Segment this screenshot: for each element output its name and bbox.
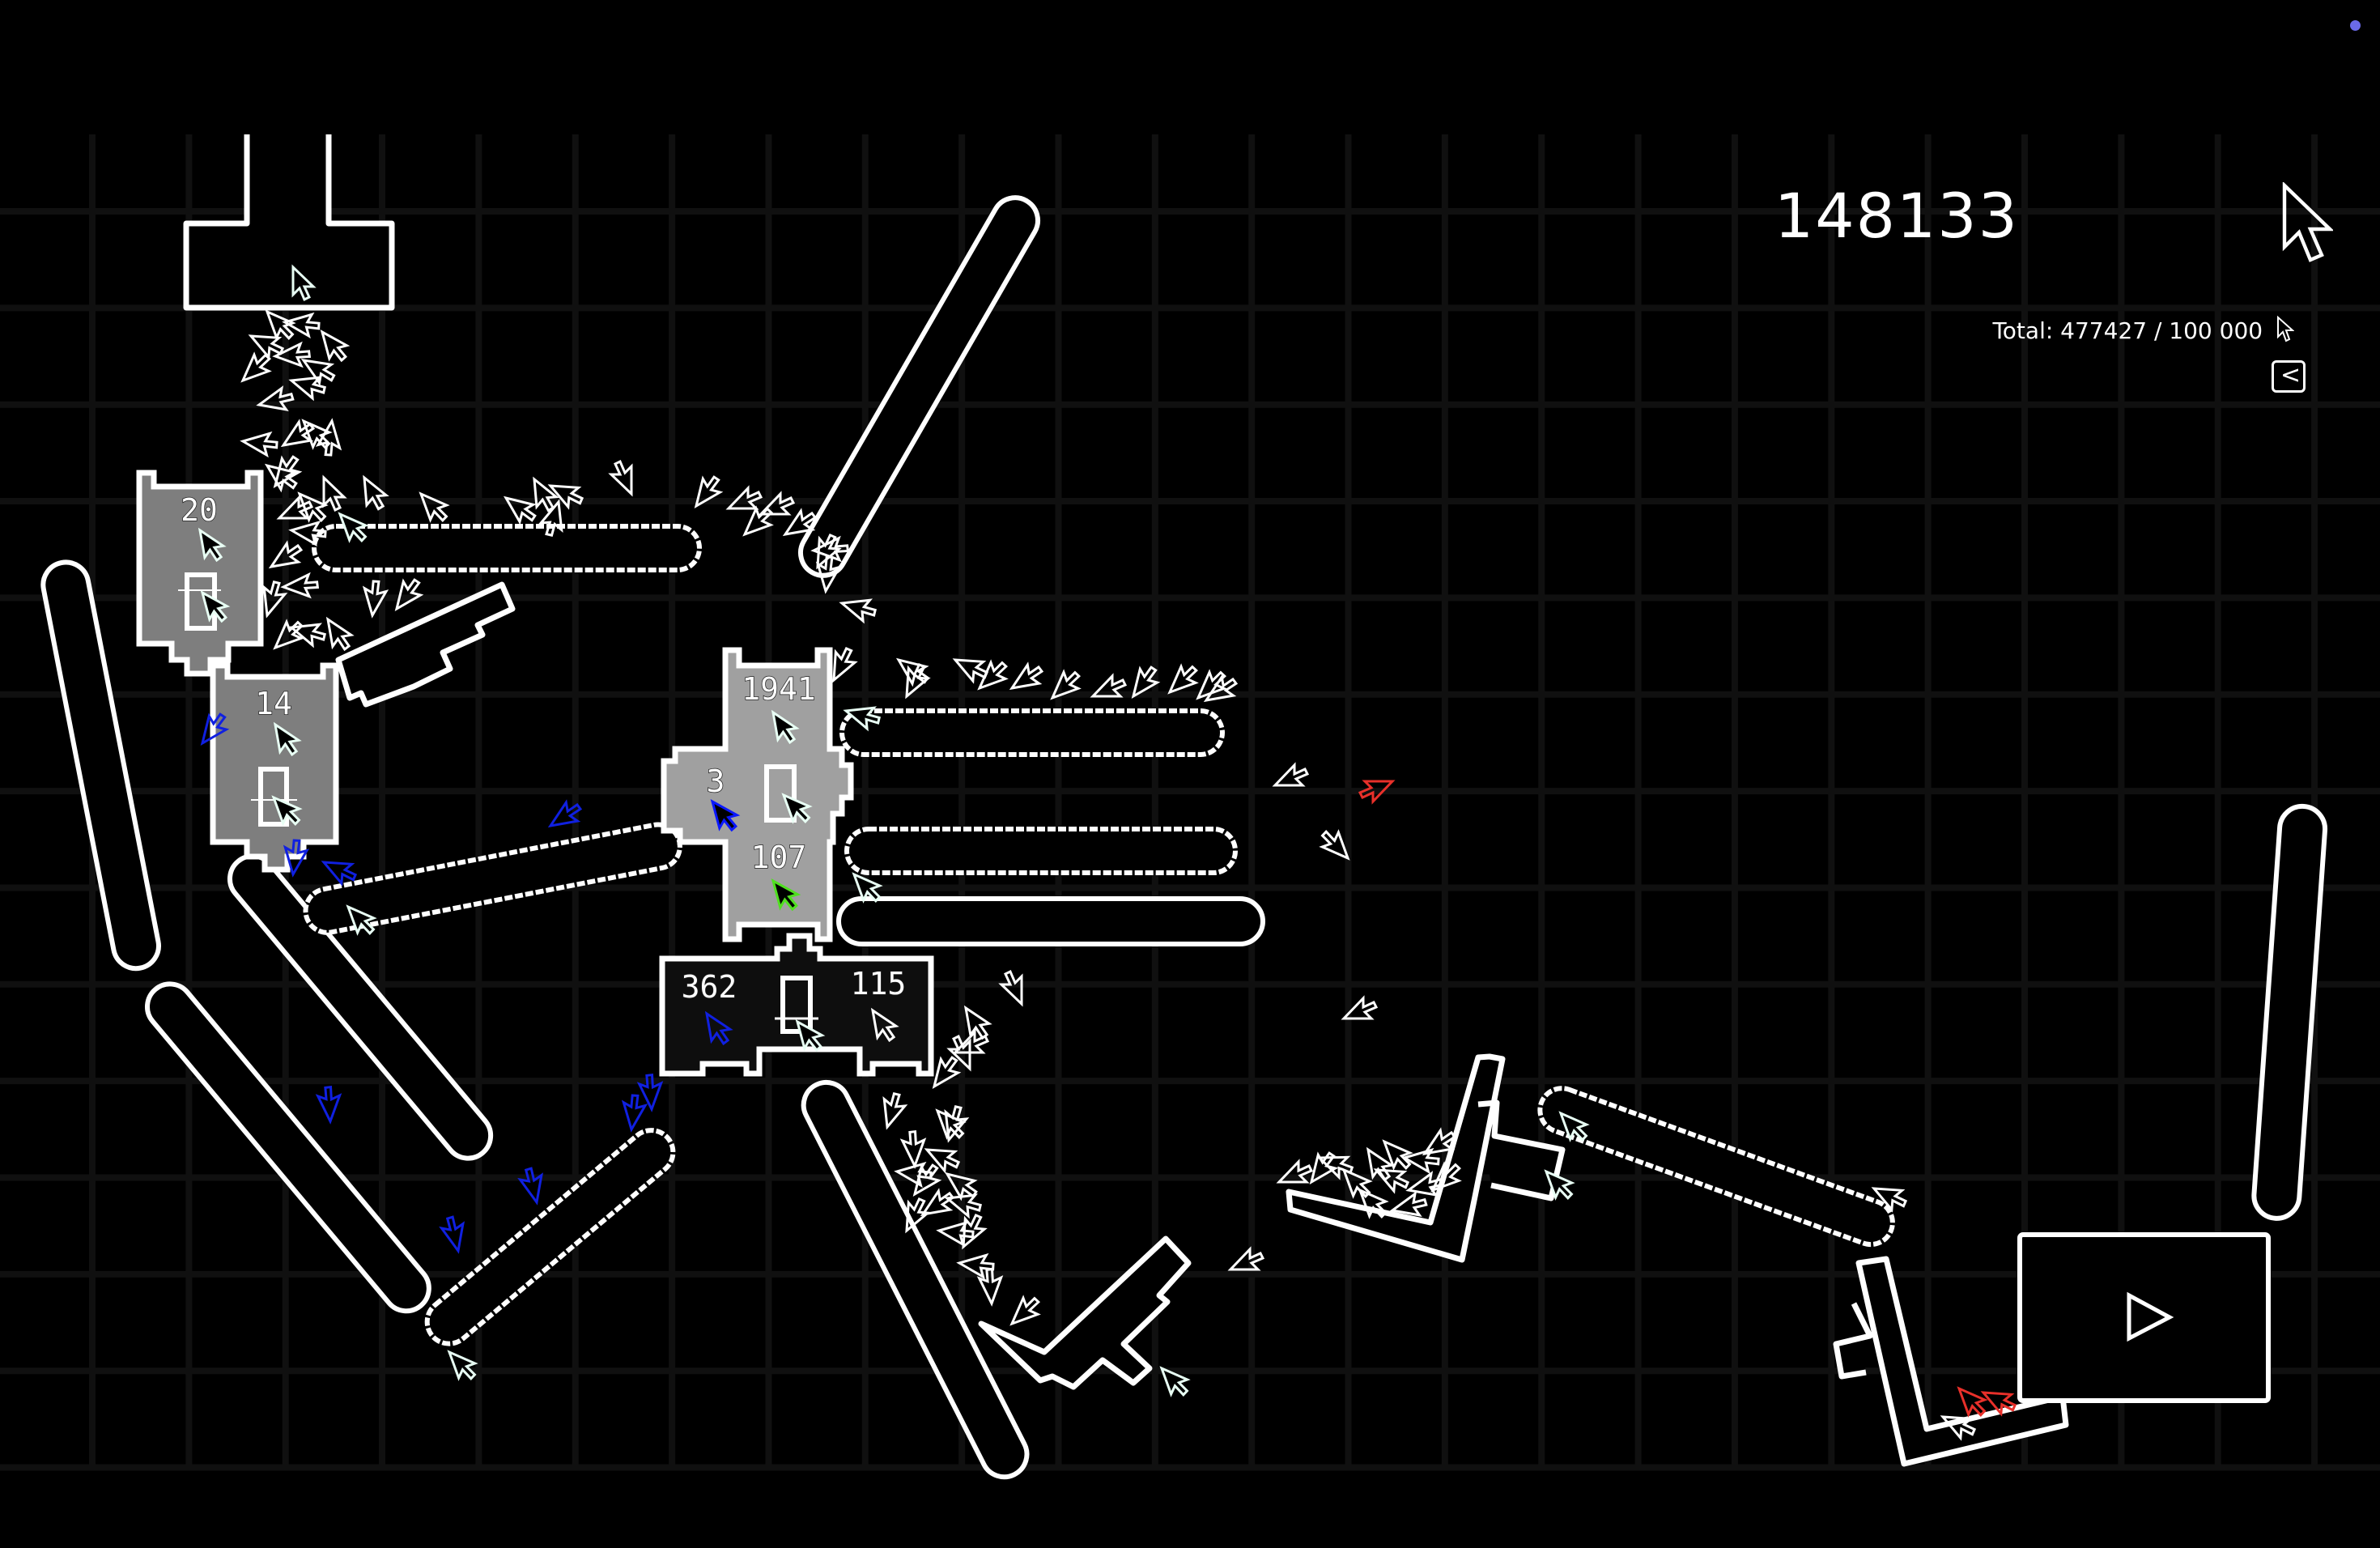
total-progress: Total: 477427 / 100 000 (1992, 315, 2295, 345)
cursor-icon (419, 485, 453, 526)
machine-slot (764, 764, 797, 823)
conveyor-belt[interactable] (1534, 1082, 1899, 1251)
conveyor-belt[interactable] (419, 1121, 682, 1353)
machine-slot (780, 976, 813, 1034)
cursor-icon (1160, 1359, 1193, 1401)
machine-counter: 14 (255, 686, 292, 721)
cursor-count: 148133 (1774, 180, 2019, 252)
cursor-icon (610, 460, 633, 495)
cursor-icon (448, 1343, 481, 1384)
cursor-icon (840, 586, 882, 626)
buckets (335, 581, 2069, 1467)
machine-dark[interactable]: 362 115 (659, 933, 934, 1077)
wall-pill (40, 559, 161, 972)
wall-pill (144, 981, 431, 1314)
machine-counter: 107 (751, 840, 807, 875)
machine-slot (258, 767, 289, 827)
wall-pill (836, 896, 1265, 946)
machine-counter: 362 (682, 969, 737, 1005)
total-label: Total: 477427 / 100 000 (1992, 317, 2263, 344)
cursor-icon (436, 1214, 465, 1252)
cursor-icon (1003, 1292, 1044, 1325)
cursor-icon (895, 1127, 928, 1167)
cursor-icon (946, 1181, 987, 1221)
machine-counter: 1941 (742, 671, 816, 707)
cursor-icon (310, 1082, 343, 1123)
bucket-v[interactable] (978, 1235, 1192, 1390)
cursor-icon (1273, 763, 1309, 787)
cursor-icon (241, 422, 283, 459)
cursor-arrow-icon (2282, 182, 2333, 262)
walls (40, 195, 2328, 1480)
machine-20[interactable]: 20 (136, 470, 264, 677)
back-button[interactable]: < (2272, 360, 2306, 393)
cursor-icon (274, 336, 314, 369)
cursor-icon (321, 325, 352, 365)
cursor-icon (1229, 1248, 1264, 1271)
chevron-left-icon: < (2280, 361, 2301, 389)
cursor-icon (249, 321, 289, 363)
cursor-icon (326, 615, 355, 653)
cursor-icon (282, 567, 322, 600)
cursor-icon (897, 649, 934, 690)
conveyors (303, 524, 1899, 1353)
play-button[interactable] (2017, 1232, 2271, 1403)
cursor-small-icon (2277, 315, 2295, 342)
cursor-icon (1161, 661, 1202, 694)
wall-pill (227, 853, 494, 1161)
conveyor-belt[interactable] (839, 708, 1225, 757)
wall-pill (801, 1079, 1030, 1480)
machine-counter: 115 (851, 966, 907, 1002)
cursor-icon (925, 1135, 965, 1176)
cursor-icon (937, 1211, 979, 1248)
cursor-icon (1391, 1189, 1430, 1218)
wall-pill (2251, 803, 2328, 1221)
conveyor-belt[interactable] (844, 827, 1238, 875)
bucket-l[interactable] (1286, 1053, 1566, 1263)
cursor-icon (870, 1087, 910, 1129)
launcher-block[interactable] (335, 581, 516, 708)
wall-pill (798, 195, 1040, 578)
machine-counter: 20 (181, 492, 218, 528)
status-indicator (2350, 20, 2361, 31)
cursor-icon (515, 1165, 544, 1204)
cursor-icon (1007, 661, 1045, 690)
machine-14[interactable]: 14 (210, 662, 339, 873)
machine-central[interactable]: 1941 3 107 (661, 647, 854, 942)
cursor-icon (1000, 970, 1023, 1006)
machine-counter: 3 (707, 763, 725, 799)
play-icon (2127, 1291, 2174, 1342)
cursor-icon (1316, 826, 1349, 867)
cursor-spawner (183, 134, 395, 311)
cursor-icon (1403, 1138, 1444, 1176)
cursor-icon (964, 1003, 993, 1041)
cursor-icon (314, 419, 351, 461)
cursor-icon (612, 1090, 649, 1131)
conveyor-belt[interactable] (312, 524, 702, 572)
cursor-icon (385, 573, 427, 610)
